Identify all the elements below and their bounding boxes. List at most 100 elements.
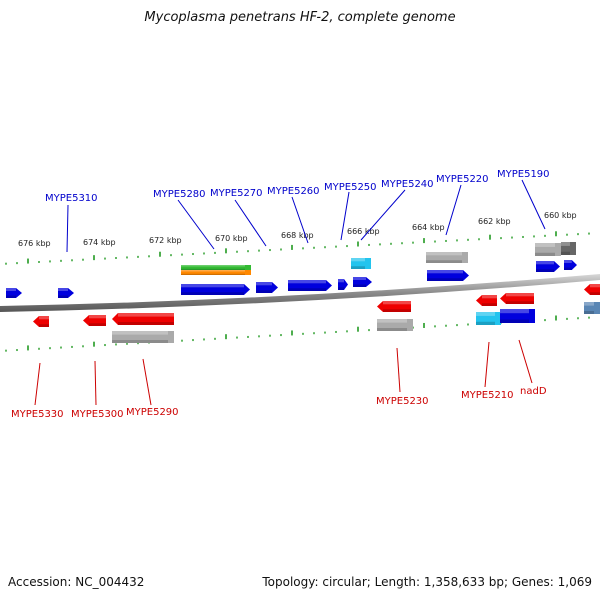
feature-highlight	[338, 279, 344, 283]
forward-tick-row	[5, 231, 590, 265]
accession-text: Accession: NC_004432	[8, 575, 145, 589]
feature-shadow	[590, 292, 600, 295]
feature-shadow	[427, 278, 463, 281]
gene-arrow-forward[interactable]	[6, 288, 22, 298]
feature-highlight	[427, 270, 463, 274]
feature-highlight	[288, 280, 326, 284]
gene-arrow-MYPE5330[interactable]	[33, 316, 49, 327]
feature-highlight	[118, 313, 174, 317]
feature-shadow	[6, 295, 16, 298]
feature-highlight	[6, 288, 16, 291]
gene-label-MYPE5260[interactable]: MYPE5260	[267, 186, 320, 197]
feature-highlight	[112, 331, 168, 335]
gene-arrow-MYPE5270[interactable]	[256, 282, 278, 293]
feature-highlight	[89, 315, 106, 319]
feature-shadow	[338, 287, 344, 290]
feature-shadow	[58, 295, 68, 298]
genome-title: Mycoplasma penetrans HF-2, complete geno…	[144, 10, 456, 25]
feature-shadow	[288, 288, 326, 291]
feature-highlight	[476, 312, 495, 316]
gene-arrow-MYPE5280[interactable]	[181, 284, 250, 295]
feature-highlight	[256, 282, 272, 286]
gene-arrow-MYPE5300[interactable]	[83, 315, 106, 326]
gene-arrow-forward[interactable]	[564, 260, 577, 270]
gene-arrow-MYPE5210[interactable]	[476, 295, 497, 306]
misc-feature[interactable]	[584, 302, 600, 314]
feature-highlight	[377, 319, 407, 323]
feature-shadow	[535, 252, 555, 256]
feature-shadow	[351, 266, 365, 269]
feature-highlight	[426, 252, 462, 256]
gene-arrow-forward[interactable]	[58, 288, 74, 298]
gene-arrow-forward[interactable]	[500, 309, 535, 323]
feature-shadow	[181, 268, 245, 270]
feature-shadow	[353, 284, 366, 287]
feature-shadow	[89, 323, 106, 326]
gene-label-MYPE5330[interactable]: MYPE5330	[11, 409, 64, 420]
kbp-label: 664 kbp	[412, 223, 445, 232]
feature-shadow	[181, 292, 244, 295]
rrna-feature[interactable]	[181, 270, 251, 275]
feature-shadow	[383, 309, 411, 312]
feature-highlight	[58, 288, 68, 291]
kbp-label: 670 kbp	[215, 234, 248, 243]
gene-arrow-forward[interactable]	[536, 261, 560, 272]
gene-label-MYPE5190[interactable]: MYPE5190	[497, 169, 550, 180]
gene-label-MYPE5300[interactable]: MYPE5300	[71, 409, 124, 420]
gene-arrow-reverse[interactable]	[584, 284, 600, 295]
feature-highlight	[561, 242, 570, 246]
kbp-label: 674 kbp	[83, 238, 116, 247]
kbp-label: 668 kbp	[281, 231, 314, 240]
gene-arrow-MYPE5240[interactable]	[353, 277, 372, 287]
kbp-label: 662 kbp	[478, 217, 511, 226]
gene-label-MYPE5240[interactable]: MYPE5240	[381, 179, 434, 190]
feature-highlight	[181, 270, 245, 272]
feature-highlight	[181, 284, 244, 288]
feature-shadow	[377, 328, 407, 331]
feature-shadow	[584, 311, 594, 314]
gene-label-MYPE5290[interactable]: MYPE5290	[126, 407, 179, 418]
gene-label-MYPE5280[interactable]: MYPE5280	[153, 189, 206, 200]
feature-shadow	[506, 301, 534, 304]
feature-highlight	[564, 260, 572, 263]
gene-label-MYPE5250[interactable]: MYPE5250	[324, 182, 377, 193]
genome-backbone	[0, 274, 600, 312]
feature-shadow	[181, 273, 245, 275]
feature-highlight	[482, 295, 497, 299]
gene-arrow-MYPE5290[interactable]	[112, 313, 174, 325]
gene-label-MYPE5230[interactable]: MYPE5230	[376, 396, 429, 407]
trna-feature[interactable]	[476, 312, 501, 325]
pseudo-feature[interactable]	[426, 252, 468, 263]
gene-arrow-nadD[interactable]	[500, 293, 534, 304]
gene-label-MYPE5220[interactable]: MYPE5220	[436, 174, 489, 185]
rrna-feature[interactable]	[181, 265, 251, 270]
feature-highlight	[39, 316, 49, 320]
feature-shadow	[564, 267, 572, 270]
pseudo-feature[interactable]	[561, 242, 576, 255]
gene-arrow-MYPE5260[interactable]	[288, 280, 332, 291]
feature-shadow	[39, 324, 49, 327]
kbp-label: 676 kbp	[18, 239, 51, 248]
gene-arrow-MYPE5230[interactable]	[377, 301, 411, 312]
pseudo-feature[interactable]	[377, 319, 413, 331]
feature-highlight	[500, 309, 529, 314]
feature-shadow	[482, 303, 497, 306]
feature-shadow	[256, 290, 272, 293]
pseudo-feature[interactable]	[112, 331, 174, 343]
gene-arrow-MYPE5220[interactable]	[427, 270, 469, 281]
gene-label-nadD[interactable]: nadD	[520, 386, 547, 397]
feature-highlight	[181, 265, 245, 267]
trna-feature[interactable]	[351, 258, 371, 269]
gene-label-MYPE5310[interactable]: MYPE5310	[45, 193, 98, 204]
pseudo-feature[interactable]	[535, 243, 561, 256]
feature-highlight	[383, 301, 411, 305]
kbp-label: 672 kbp	[149, 236, 182, 245]
gene-label-MYPE5210[interactable]: MYPE5210	[461, 390, 514, 401]
gene-arrow-MYPE5250[interactable]	[338, 279, 348, 290]
kbp-label: 660 kbp	[544, 211, 577, 220]
feature-highlight	[590, 284, 600, 288]
feature-highlight	[506, 293, 534, 297]
feature-highlight	[536, 261, 554, 265]
feature-highlight	[351, 258, 365, 262]
gene-label-MYPE5270[interactable]: MYPE5270	[210, 188, 263, 199]
